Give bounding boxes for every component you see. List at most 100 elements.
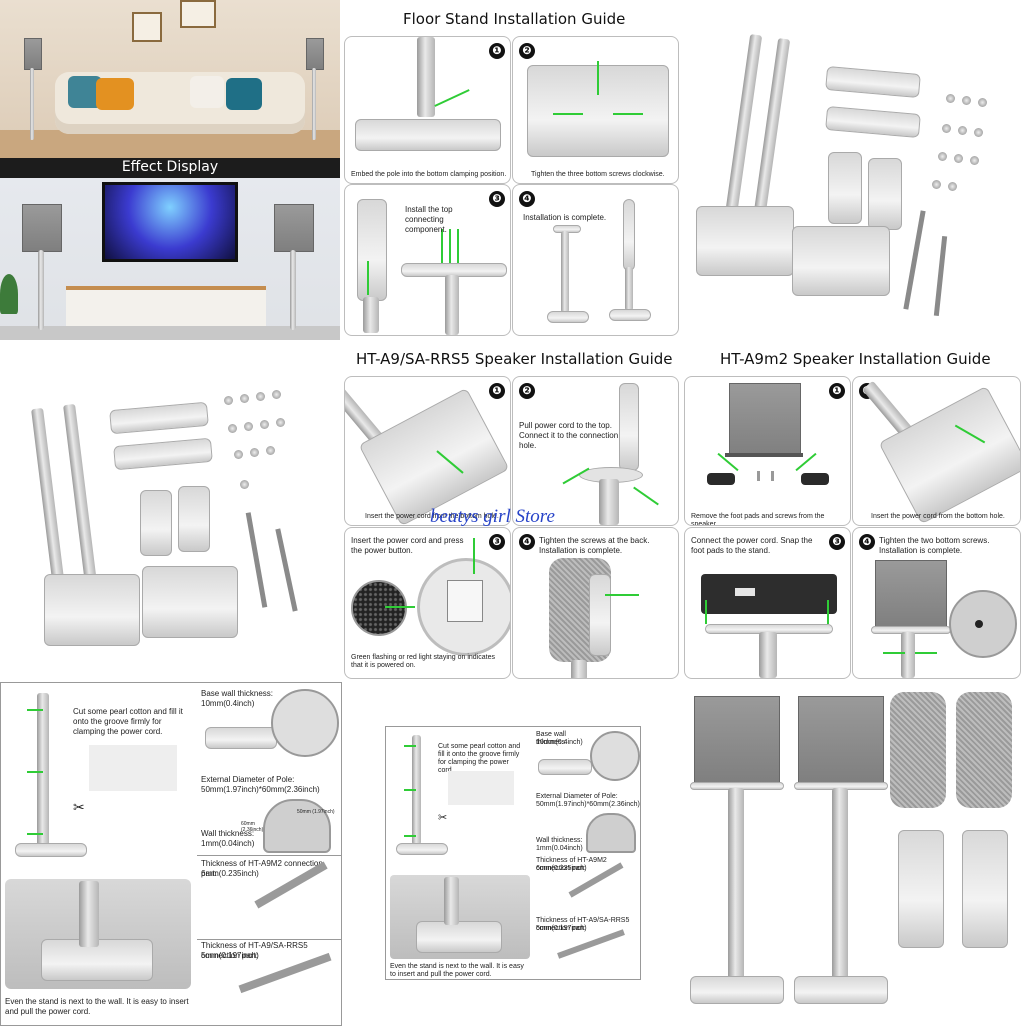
a9m2-connection-label: Thickness of HT-A9M2 connection part: — [201, 859, 323, 878]
green-arrow — [457, 229, 459, 263]
screw — [958, 126, 967, 135]
connector-bracket — [178, 486, 210, 552]
step-caption: Tighten the screws at the back. Installa… — [539, 536, 650, 555]
pearl-cotton-note: Cut some pearl cotton and fill it onto t… — [438, 743, 521, 774]
pearl-cotton-note: Cut some pearl cotton and fill it onto t… — [73, 707, 183, 736]
pillow — [226, 78, 262, 110]
floor-step-3-panel: ❸ Install the top connecting component. — [344, 184, 511, 336]
step-number: ❹ — [859, 534, 875, 550]
step-caption: Insert the power cord from the bottom ho… — [871, 513, 1005, 520]
base-plate — [205, 727, 277, 749]
connector-bracket — [619, 383, 639, 471]
step-caption: Remove the foot pads and screws from the… — [691, 513, 825, 526]
step-number: ❶ — [489, 383, 505, 399]
screw — [946, 94, 955, 103]
screw-closeup — [949, 590, 1017, 658]
spec-sheet-large: Cut some pearl cotton and fill it onto t… — [0, 682, 342, 1026]
green-arrow — [367, 261, 369, 295]
pillow — [190, 76, 224, 108]
step-caption: Embed the pole into the bottom clamping … — [351, 171, 507, 178]
green-arrow — [434, 89, 470, 107]
wall-frame — [132, 12, 162, 42]
stand-pole — [445, 275, 459, 335]
power-port — [735, 588, 755, 596]
wall-thickness-value: 1mm(0.04inch) — [201, 839, 255, 848]
stand-pole — [728, 788, 744, 982]
a9m2-connection-value: 6mm(0.235inch) — [536, 865, 587, 872]
connector-bracket — [868, 158, 902, 230]
screw — [962, 96, 971, 105]
speaker-right — [274, 204, 314, 252]
pole-diameter-label: External Diameter of Pole: — [536, 793, 618, 800]
step-number: ❹ — [519, 191, 535, 207]
screw — [757, 471, 760, 481]
allen-key — [275, 528, 298, 612]
a9-connection-label: Thickness of HT-A9/SA-RRS5 connection pa… — [201, 941, 308, 960]
floor — [0, 326, 340, 340]
a9m2-connection-label: Thickness of HT-A9M2 connection part: — [536, 857, 607, 872]
floor-stand-guide-title: Floor Stand Installation Guide — [403, 10, 626, 28]
base-plate — [396, 843, 448, 855]
connector-bracket — [962, 830, 1008, 948]
a9m2-step-3-panel: ❸ Connect the power cord. Snap the foot … — [684, 527, 851, 679]
allen-key — [903, 210, 926, 310]
step-number: ❷ — [519, 43, 535, 59]
tv-room-photo — [0, 178, 340, 340]
stand-pole-right — [290, 250, 296, 330]
screw — [266, 446, 275, 455]
stand-pole — [31, 407, 65, 589]
green-arrow — [27, 709, 43, 711]
green-arrow — [633, 486, 659, 506]
top-plate — [109, 401, 209, 435]
stand-pole — [417, 37, 435, 117]
step-number: ❸ — [829, 534, 845, 550]
wall-thickness-label: Wall thickness: — [536, 837, 583, 844]
base-wall-label: Base wall thickness: — [536, 731, 568, 746]
pillow — [96, 78, 134, 110]
product-photo — [684, 690, 1020, 1020]
stand-pole — [444, 877, 459, 925]
speaker-left — [24, 38, 42, 70]
speaker-right — [306, 38, 324, 70]
floor-step-1-panel: ❶ Embed the pole into the bottom clampin… — [344, 36, 511, 184]
a9m2-step-2-panel: ❷ Insert the power cord from the bottom … — [852, 376, 1021, 526]
pole-cross-section — [586, 813, 636, 853]
speaker-base-strip — [725, 453, 803, 457]
pearl-cotton-sheet — [89, 745, 177, 791]
green-arrow — [553, 113, 583, 115]
step-caption: Tighten the two bottom screws. Installat… — [879, 536, 990, 555]
base-wall-value: 10mm(0.4inch) — [536, 739, 583, 746]
base-plate — [538, 759, 592, 775]
screw — [244, 422, 253, 431]
screw — [240, 480, 249, 489]
stand-pole — [571, 660, 587, 678]
screw — [978, 98, 987, 107]
foot-pad — [801, 473, 829, 485]
green-arrow — [605, 594, 639, 596]
green-arrow — [613, 113, 643, 115]
step-caption: Insert the power cord and press the powe… — [351, 536, 464, 555]
store-watermark: beatys girl Store — [430, 506, 555, 527]
wall-thickness-label: Wall thickness: — [201, 829, 255, 838]
a9-connection-value: 5mm(0.197inch) — [201, 951, 259, 960]
connector-bracket — [589, 574, 611, 656]
scissors-icon: ✂ — [438, 812, 448, 824]
stand-pole — [412, 735, 421, 845]
step-caption: Connect the power cord. Snap the foot pa… — [691, 536, 813, 555]
green-arrow — [404, 745, 416, 747]
wall-frame — [180, 0, 216, 28]
stand-pole — [37, 693, 49, 847]
caliper-closeup — [271, 689, 339, 757]
screw — [240, 394, 249, 403]
screw — [224, 396, 233, 405]
stand-pole — [625, 267, 633, 311]
foot-pad — [707, 473, 735, 485]
living-room-photo — [0, 0, 340, 158]
base-plate — [696, 206, 794, 276]
stand-pole-right — [312, 68, 316, 140]
scissors-icon: ✂ — [73, 799, 85, 815]
ht-a9m2-speaker — [729, 383, 801, 457]
screw — [974, 128, 983, 137]
stand-pole — [759, 632, 777, 678]
effect-display-title: Effect Display — [121, 159, 219, 175]
